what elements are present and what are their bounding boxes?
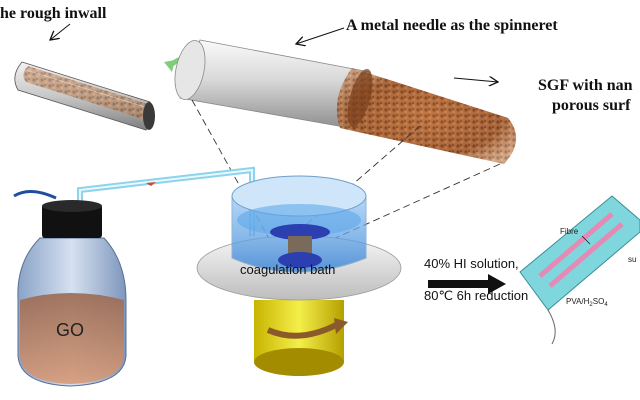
device-fiber-1: [538, 212, 614, 278]
inlet-tube: [13, 190, 57, 200]
metal-needle: [174, 39, 371, 129]
device-fiber-2: [548, 222, 624, 288]
tube-end-cut: [143, 102, 155, 130]
spindle-bottom: [278, 252, 322, 268]
substrate-label: su: [628, 255, 636, 264]
lead-wire: [547, 309, 556, 345]
rotation-arrow: [266, 321, 340, 339]
needle-label: A metal needle as the spinneret: [346, 17, 558, 34]
spindle-top: [270, 224, 330, 240]
rough-inwall-arrow: [50, 23, 71, 40]
supercapacitor-device: [519, 195, 640, 345]
bottle-cap: [42, 204, 102, 238]
reduction-arrow: [428, 274, 506, 294]
rough-inwall-tube: [14, 61, 155, 131]
coagulation-bath: [231, 175, 367, 273]
sgf-fiber: [336, 68, 517, 164]
sgf-label-line1: SGF with nan: [538, 77, 633, 94]
fibre-label: Fibre: [560, 227, 579, 236]
sgf-arrow: [453, 78, 498, 82]
hi-reduction-label: 80℃ 6h reduction: [424, 288, 528, 303]
needle-arrow: [296, 27, 345, 44]
go-label: GO: [56, 320, 84, 340]
rough-inwall-label: he rough inwall: [0, 5, 107, 22]
coag-bath-label: coagulation bath: [240, 262, 335, 277]
sgf-label-line2: porous surf: [552, 97, 631, 114]
flow-arrow-1: [146, 182, 156, 186]
hi-solution-label: 40% HI solution,: [424, 256, 519, 271]
pva-label: PVA/H2SO4: [566, 297, 608, 308]
go-bottle: [17, 200, 127, 387]
